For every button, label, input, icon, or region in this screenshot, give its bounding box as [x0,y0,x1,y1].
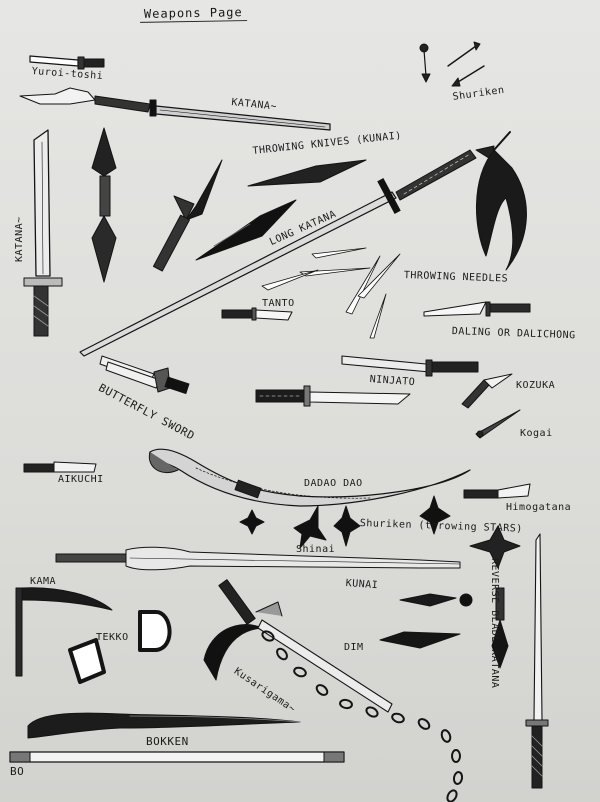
label-dadao: DADAO DAO [304,478,363,489]
long-katana-drawing [79,145,495,357]
large-kunai-drawing [152,159,223,272]
label-shinai: Shinai [296,544,336,555]
label-tekko: TEKKO [96,632,129,643]
throwing-stars-drawing [239,495,521,569]
label-kunai: KUNAI [345,578,379,592]
shinai-drawing [55,546,461,571]
reverse-blade-katana-drawing [525,533,549,789]
sageo-cord-drawing [475,131,527,271]
bo-staff-drawing [9,751,345,763]
bokken-drawing [27,712,301,739]
label-tanto: TANTO [262,298,295,309]
label-bo: BO [10,765,25,778]
dadao-drawing [148,448,471,507]
label-aikuchi: AIKUCHI [58,474,104,485]
label-reverse-blade-katana: REVERSE BLADE KATANA [489,558,500,689]
label-kama: KAMA [30,576,57,587]
label-dim: DIM [344,642,364,653]
label-katana-vertical: KATANA~ [14,216,25,262]
kogai-drawing [475,409,521,439]
label-himogatana: Himogatana [506,502,572,513]
ninjato-drawing [341,355,479,377]
kusarigama-drawing [203,579,464,802]
katana-top-drawing [19,87,331,131]
katana-vertical-drawing [23,129,63,337]
double-spike-drawing [91,127,117,283]
shuriken-top-drawing [419,41,485,87]
kunai-drawing [379,587,509,669]
tanto-drawing [221,307,293,321]
kozuka-drawing [461,373,513,409]
aikuchi-drawing [23,461,97,473]
butterfly-sword-drawing [99,355,190,394]
himogatana-drawing [463,483,531,499]
kama-drawing [15,587,113,677]
tekko-drawing [68,610,172,684]
daling-drawing [423,301,531,317]
katana-mid-drawing [255,385,411,407]
throwing-needles-drawing [261,247,401,339]
label-kozuka: KOZUKA [516,380,556,391]
yuroi-toshi-drawing [29,55,105,70]
page-title: Weapons Page [139,5,247,23]
throwing-knives-drawing [195,159,367,261]
label-bokken: BOKKEN [146,735,189,748]
label-kogai: Kogai [520,428,553,439]
